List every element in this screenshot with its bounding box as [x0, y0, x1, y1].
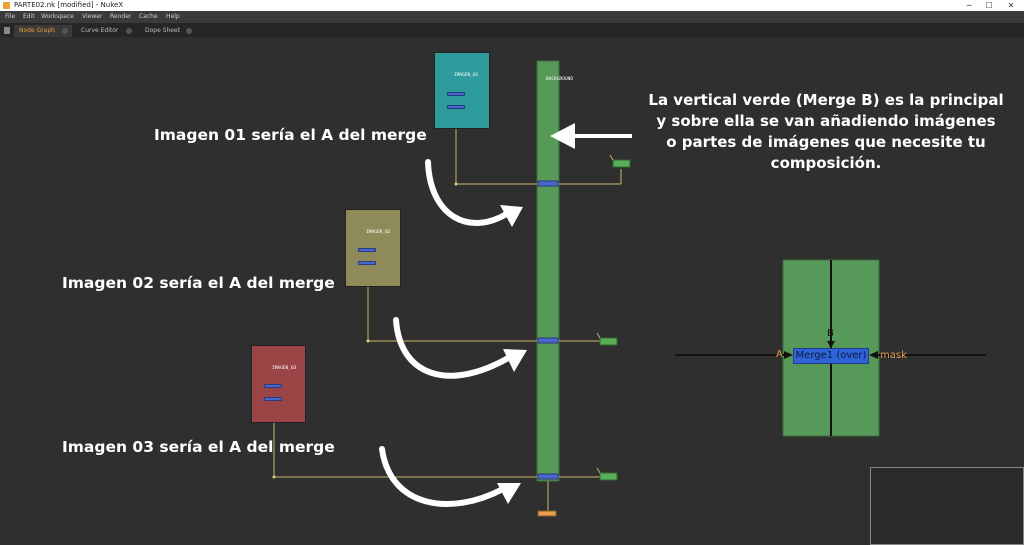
small-node-2[interactable]: [599, 337, 618, 346]
menu-workspace[interactable]: Workspace: [41, 13, 74, 20]
arrowhead-2: [503, 349, 527, 372]
input-b-label: B: [827, 328, 834, 339]
pipe-dot: [366, 339, 370, 343]
menu-viewer[interactable]: Viewer: [82, 13, 103, 20]
input-a-arrowhead: [784, 351, 793, 359]
nuke-app-icon: [3, 2, 10, 9]
input-mask-label: mask: [880, 350, 907, 361]
node-knob: [264, 397, 282, 401]
explanation-line: composición.: [770, 154, 882, 172]
read-node-imagen-03[interactable]: IMAGEN_03: [251, 345, 306, 423]
close-tab-icon[interactable]: [126, 28, 132, 34]
node-label: IMAGEN_01: [454, 73, 479, 78]
node-knob: [447, 92, 465, 96]
pane-menu-icon[interactable]: [4, 27, 10, 34]
annotation-image-01: Imagen 01 sería el A del merge: [154, 126, 427, 144]
tab-label: Curve Editor: [81, 27, 119, 34]
read-node-imagen-02[interactable]: IMAGEN_02: [345, 209, 401, 287]
backdrop-merge-b[interactable]: [536, 60, 560, 482]
small-node-3[interactable]: [599, 472, 618, 481]
node-graph-canvas[interactable]: IMAGEN_01 IMAGEN_02 IMAGEN_03 BACKGROUND…: [0, 37, 1024, 545]
tab-label: Dope Sheet: [145, 27, 181, 34]
pipe-dot: [454, 182, 458, 186]
arrowhead-3: [497, 483, 521, 504]
annotation-image-03: Imagen 03 sería el A del merge: [62, 438, 335, 456]
pipe-dot: [272, 475, 276, 479]
close-button[interactable]: ✕: [1007, 1, 1015, 10]
read-node-imagen-01[interactable]: IMAGEN_01: [434, 52, 490, 129]
annotation-image-02: Imagen 02 sería el A del merge: [62, 274, 335, 292]
tab-curve-editor[interactable]: Curve Editor: [76, 25, 136, 37]
menu-cache[interactable]: Cache: [139, 13, 158, 20]
input-b-arrowhead: [827, 341, 835, 348]
small-node-1[interactable]: [612, 159, 631, 168]
merge-node-2[interactable]: [537, 337, 559, 344]
node-knob: [264, 384, 282, 388]
input-a-label: A: [776, 349, 783, 360]
menu-edit[interactable]: Edit: [23, 13, 35, 20]
menu-help[interactable]: Help: [166, 13, 180, 20]
explanation-line: y sobre ella se van añadiendo imágenes: [656, 112, 996, 130]
white-pointer-arrow: [550, 123, 632, 149]
tab-dope-sheet[interactable]: Dope Sheet: [140, 25, 196, 37]
node-knob: [358, 261, 376, 265]
input-mask-arrowhead: [869, 351, 878, 359]
node-graph-minimap[interactable]: [870, 467, 1024, 545]
node-label: IMAGEN_03: [272, 366, 297, 371]
backdrop-label: BACKGROUND: [546, 77, 574, 82]
annotation-explanation: La vertical verde (Merge B) es la princi…: [630, 90, 1022, 174]
menu-file[interactable]: File: [5, 13, 16, 20]
tab-node-graph[interactable]: Node Graph: [14, 25, 72, 37]
menu-render[interactable]: Render: [110, 13, 132, 20]
explanation-line: La vertical verde (Merge B) es la princi…: [648, 91, 1004, 109]
arrowhead-1: [500, 205, 523, 227]
panel-tab-bar: Node Graph Curve Editor Dope Sheet: [0, 23, 1024, 37]
node-knob: [447, 105, 465, 109]
minimize-button[interactable]: ─: [966, 1, 972, 10]
merge-node-3[interactable]: [537, 473, 559, 480]
node-knob: [358, 248, 376, 252]
window-titlebar: PARTE02.nk [modified] - NukeX ─ ☐ ✕: [0, 0, 1024, 11]
menu-bar: File Edit Workspace Viewer Render Cache …: [0, 11, 1024, 23]
tab-label: Node Graph: [19, 27, 55, 34]
explanation-line: o partes de imágenes que necesite tu: [666, 133, 986, 151]
window-title: PARTE02.nk [modified] - NukeX: [14, 1, 124, 9]
merge-node-label: Merge1 (over): [795, 350, 867, 361]
maximize-button[interactable]: ☐: [985, 1, 993, 10]
merge-node-1[interactable]: [537, 180, 559, 187]
write-node[interactable]: [537, 510, 557, 517]
curved-arrows: [379, 159, 513, 508]
node-label: IMAGEN_02: [366, 230, 391, 235]
close-tab-icon[interactable]: [186, 28, 192, 34]
close-tab-icon[interactable]: [62, 28, 68, 34]
merge1-over-node[interactable]: Merge1 (over): [793, 348, 869, 364]
